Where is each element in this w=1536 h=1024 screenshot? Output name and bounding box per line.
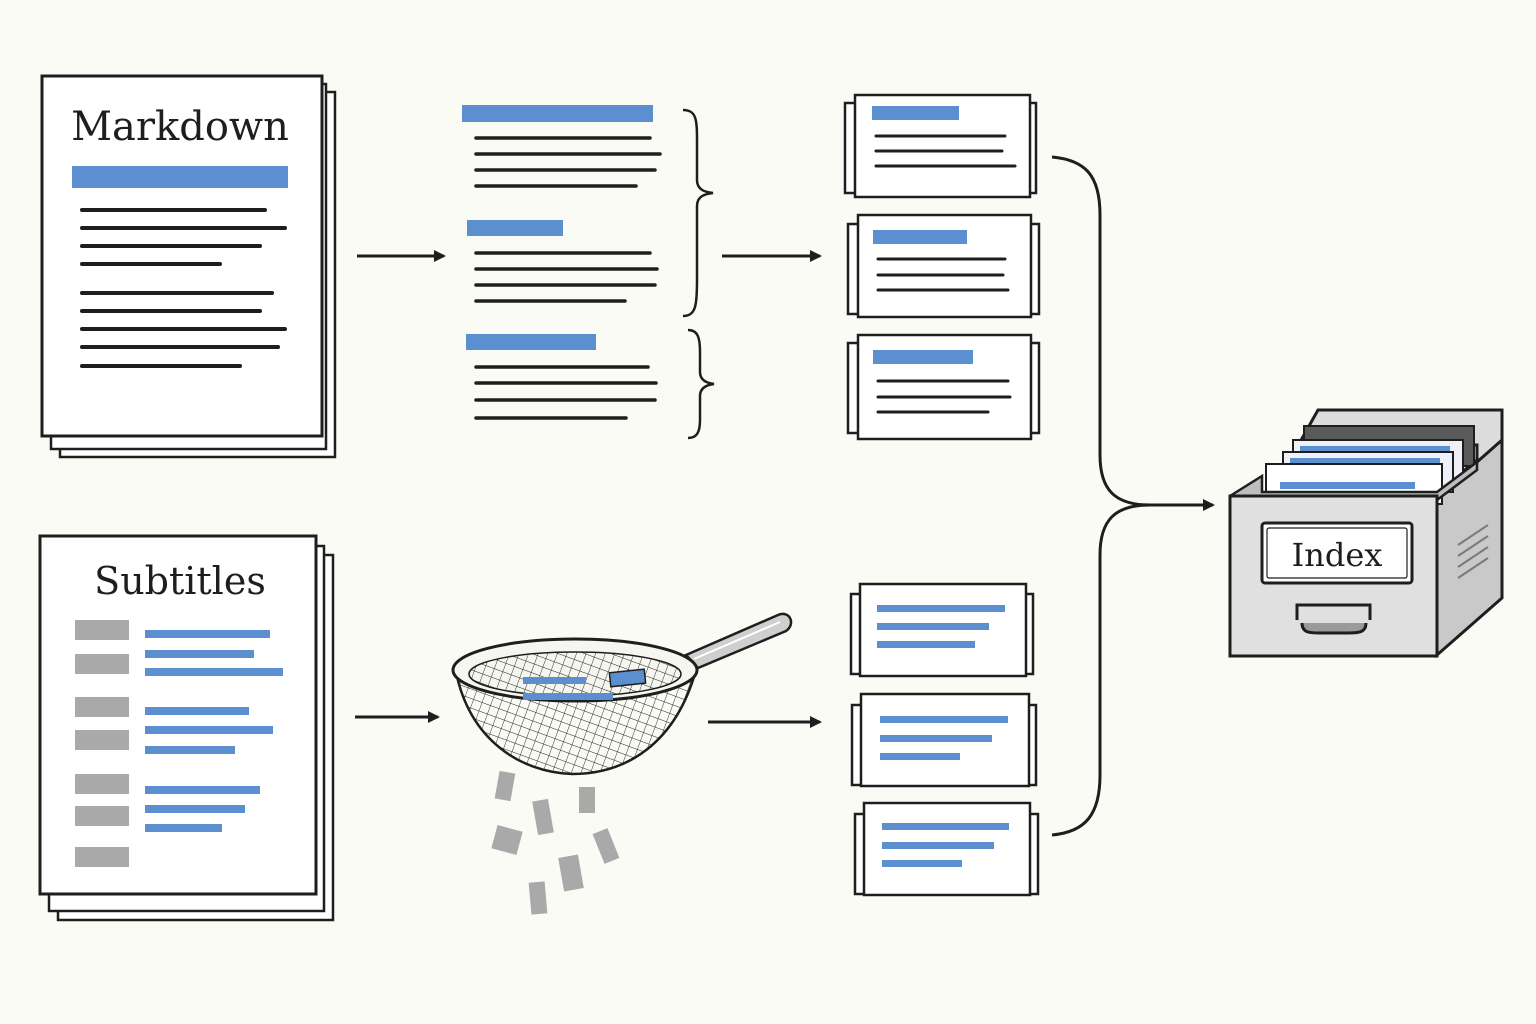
subtitle-chunk-cards: [849, 582, 1040, 897]
chunk-card-icon: [853, 801, 1040, 897]
chunk-card-icon: [846, 333, 1041, 441]
subtitle-timestamp-blocks: [75, 620, 129, 867]
markdown-chunk-cards: [843, 93, 1041, 441]
merge-connector: [1051, 155, 1160, 837]
markdown-document: Markdown: [40, 74, 337, 459]
subtitle-text-lines: [145, 630, 283, 832]
curly-brace-icon: [687, 328, 715, 440]
chunk-card-icon: [849, 582, 1035, 678]
chunk-card-icon: [850, 692, 1038, 788]
markdown-heading-bar: [72, 166, 288, 188]
subtitles-title: Subtitles: [94, 559, 266, 603]
markdown-title: Markdown: [71, 104, 289, 150]
index-label: Index: [1292, 536, 1383, 574]
markdown-text-lines: [80, 208, 287, 368]
curly-brace-icon: [682, 108, 714, 318]
chunk-card-icon: [846, 213, 1041, 319]
filtered-out-bits: [491, 770, 620, 915]
file-cabinet-icon: Index: [1228, 408, 1504, 659]
chunk-card-icon: [843, 93, 1038, 199]
strainer-icon: [451, 612, 793, 915]
subtitles-document: Subtitles: [38, 534, 335, 922]
markdown-sections: [462, 105, 715, 440]
